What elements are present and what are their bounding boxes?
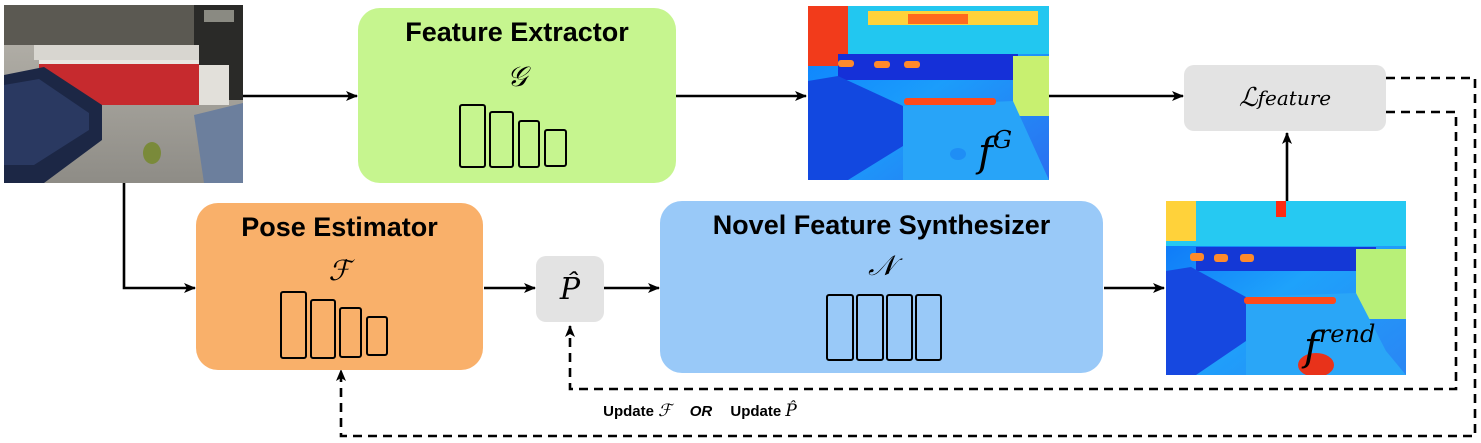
caption-update-1: Update [603,403,654,420]
feature-extractor-block: Feature Extractor 𝒢 [358,8,676,183]
pose-estimator-block: Pose Estimator ℱ [196,203,483,370]
extracted-feature-map [808,6,1049,180]
layer-1 [280,291,307,359]
layer-1 [826,294,854,361]
loss-symbol: ℒ [1238,83,1258,113]
heatmap-icon [808,6,1049,180]
caption-symbol-1: ℱ [658,401,672,421]
layer-3 [518,120,540,168]
layer-4 [366,316,388,356]
layer-3 [339,307,362,358]
layer-2 [489,111,514,168]
layer-4 [915,294,942,361]
caption-update-2: Update [730,403,782,420]
layer-4 [544,129,567,167]
novel-feature-synthesizer-title: Novel Feature Synthesizer [712,210,1051,240]
heatmap-icon [1166,201,1406,375]
novel-feature-synthesizer-block: Novel Feature Synthesizer 𝒩 [660,201,1103,373]
rendered-feature-superscript: rend [1318,320,1376,348]
pose-estimator-symbol: ℱ [328,254,351,287]
layer-3 [886,294,913,361]
extracted-feature-superscript: G [992,126,1012,154]
rendered-feature-symbol: f [1304,324,1319,370]
update-caption: Update ℱ OR Update P̂ [400,401,1000,427]
feature-extractor-symbol: 𝒢 [507,60,527,93]
pose-hat-symbol: P̂ [559,271,581,307]
caption-symbol-2: P̂ [785,401,797,421]
extracted-feature-symbol: f [978,130,993,176]
pose-hat-box: P̂ [536,256,604,322]
input-image [4,5,243,183]
layer-2 [856,294,884,361]
caption-or: OR [689,403,713,420]
feature-extractor-title: Feature Extractor [405,17,629,47]
extracted-feature-label: fG [978,128,1012,173]
loss-subscript: feature [1257,86,1332,110]
rendered-feature-label: frend [1304,322,1375,367]
layer-2 [310,299,336,359]
room-photo-icon [4,5,243,183]
rendered-feature-map [1166,201,1406,375]
feedback-update-pose [565,110,1458,391]
edge-image-to-pose-estimator [122,183,196,293]
pose-estimator-title: Pose Estimator [241,212,438,242]
layer-1 [459,104,486,168]
novel-feature-synthesizer-symbol: 𝒩 [868,249,895,282]
